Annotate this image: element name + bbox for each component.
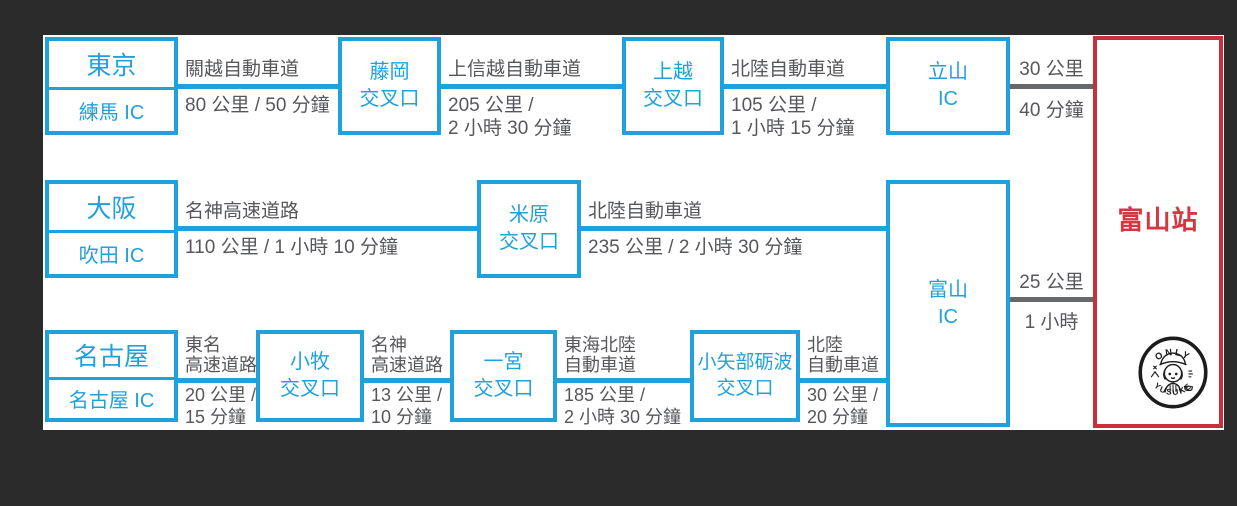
junction-name: 小牧 xyxy=(290,351,330,373)
road-info-line2: 1 小時 15 分鐘 xyxy=(731,117,855,139)
origin-box-nagoya: 名古屋 名古屋 IC xyxy=(45,330,178,422)
junction-name: 小矢部砺波 xyxy=(697,352,793,374)
road-label-line1: 東海北陸 xyxy=(564,334,636,355)
road-info: 235 公里 / 2 小時 30 分鐘 xyxy=(588,237,803,258)
junction-box-ichinomiya: 一宮 交叉口 xyxy=(450,330,557,422)
junction-type: 交叉口 xyxy=(643,88,703,110)
junction-box-komaki: 小牧 交叉口 xyxy=(256,330,364,422)
junction-type: 交叉口 xyxy=(499,231,559,253)
origin-box-tokyo: 東京 練馬 IC xyxy=(45,37,178,135)
road-label-line1: 東名 xyxy=(185,334,221,355)
road-info: 30 公里 / 20 分鐘 xyxy=(807,385,878,428)
junction-name: 一宮 xyxy=(483,351,524,373)
destination-box-toyama-station: 富山站 ONLY YUSUKE xyxy=(1093,36,1223,428)
segment-meishin-nagoya: 名神 高速道路 13 公里 / 10 分鐘 xyxy=(364,330,450,427)
segment-hokuriku-nagoya: 北陸 自動車道 30 公里 / 20 分鐘 xyxy=(800,330,886,427)
road-info: 80 公里 / 50 分鐘 xyxy=(185,95,330,116)
final-distance: 30 公里 xyxy=(1019,59,1084,80)
ic-name: 立山 xyxy=(928,61,968,83)
road-label: 北陸自動車道 xyxy=(588,201,703,223)
segment-hokuriku-tokyo: 北陸自動車道 105 公里 / 1 小時 15 分鐘 xyxy=(724,37,886,139)
city-label-tokyo: 東京 xyxy=(49,41,174,90)
road-info-line1: 13 公里 / xyxy=(371,385,443,405)
junction-name: 藤岡 xyxy=(369,61,410,83)
road-info-line1: 205 公里 / xyxy=(448,95,534,116)
ic-type: IC xyxy=(938,88,958,110)
junction-type: 交叉口 xyxy=(280,378,340,400)
road-info-line2: 2 小時 30 分鐘 xyxy=(448,117,572,139)
diagram-panel: 東京 練馬 IC 關越自動車道 80 公里 / 50 分鐘 藤岡 交叉口 上信越… xyxy=(43,35,1224,430)
junction-type: 交叉口 xyxy=(473,378,534,400)
road-label-line1: 名神 xyxy=(371,334,407,355)
road-info-line1: 20 公里 / xyxy=(185,385,257,405)
junction-name: 上越 xyxy=(653,61,693,83)
junction-type: 交叉口 xyxy=(716,378,774,399)
segment-tomei: 東名 高速道路 20 公里 / 15 分鐘 xyxy=(178,330,257,427)
junction-box-fujioka: 藤岡 交叉口 xyxy=(338,37,441,135)
road-label-line2: 高速道路 xyxy=(371,355,443,376)
final-line-tateyama xyxy=(1010,84,1095,89)
road-info-line2: 20 分鐘 xyxy=(807,406,869,427)
road-label: 關越自動車道 xyxy=(185,59,300,81)
junction-box-oyabe-tonami: 小矢部砺波 交叉口 xyxy=(690,330,800,422)
road-label: 北陸 自動車道 xyxy=(807,335,879,376)
segment-joshinetsu: 上信越自動車道 205 公里 / 2 小時 30 分鐘 xyxy=(441,37,622,139)
ic-label-suita: 吹田 IC xyxy=(78,244,145,267)
city-label-nagoya: 名古屋 xyxy=(49,334,174,380)
road-info: 105 公里 / 1 小時 15 分鐘 xyxy=(731,95,855,141)
road-label: 名神高速道路 xyxy=(185,201,300,223)
ic-type: IC xyxy=(938,305,958,328)
final-time: 1 小時 xyxy=(1024,312,1079,333)
road-label: 東名 高速道路 xyxy=(185,335,257,376)
final-distance: 25 公里 xyxy=(1019,272,1084,293)
logo-mascot-icon xyxy=(1150,352,1194,393)
ic-name: 富山 xyxy=(928,278,968,301)
road-info-line1: 105 公里 / xyxy=(731,95,817,116)
segment-tokai-hokuriku: 東海北陸 自動車道 185 公里 / 2 小時 30 分鐘 xyxy=(557,330,690,427)
road-label-line2: 自動車道 xyxy=(564,355,636,376)
origin-box-osaka: 大阪 吹田 IC xyxy=(45,180,178,278)
final-connector-tateyama: 30 公里 40 分鐘 xyxy=(1010,37,1095,135)
road-info: 205 公里 / 2 小時 30 分鐘 xyxy=(448,95,572,141)
road-label: 上信越自動車道 xyxy=(448,59,582,81)
segment-meishin-osaka: 名神高速道路 110 公里 / 1 小時 10 分鐘 xyxy=(178,180,477,278)
road-label: 名神 高速道路 xyxy=(371,335,443,376)
ic-label-nagoya: 名古屋 IC xyxy=(68,390,155,413)
city-label-osaka: 大阪 xyxy=(49,184,174,233)
road-label: 北陸自動車道 xyxy=(731,59,846,81)
destination-label: 富山站 xyxy=(1117,205,1199,235)
route-line-tokyo xyxy=(178,84,886,89)
ic-box-tateyama: 立山 IC xyxy=(886,37,1010,135)
final-line-toyama-ic xyxy=(1010,297,1095,302)
road-label: 東海北陸 自動車道 xyxy=(564,335,636,376)
road-label-line2: 自動車道 xyxy=(807,355,879,376)
road-info-line1: 185 公里 / xyxy=(564,385,646,405)
junction-name: 米原 xyxy=(509,204,549,226)
road-label-line2: 高速道路 xyxy=(185,355,257,376)
road-info-line2: 2 小時 30 分鐘 xyxy=(564,406,682,427)
road-info: 20 公里 / 15 分鐘 xyxy=(185,385,256,428)
only-yusuke-stamp-icon: ONLY YUSUKE xyxy=(1138,336,1208,409)
final-connector-toyama-ic: 25 公里 1 小時 xyxy=(1010,246,1095,350)
junction-box-maibara: 米原 交叉口 xyxy=(477,180,581,278)
junction-box-joetsu: 上越 交叉口 xyxy=(622,37,724,135)
final-time: 40 分鐘 xyxy=(1019,100,1084,121)
road-info: 110 公里 / 1 小時 10 分鐘 xyxy=(185,237,398,258)
road-info-line2: 10 分鐘 xyxy=(371,406,433,427)
segment-kanetsu: 關越自動車道 80 公里 / 50 分鐘 xyxy=(178,37,338,135)
ic-box-toyama: 富山 IC xyxy=(886,180,1010,427)
junction-type: 交叉口 xyxy=(359,88,420,110)
segment-hokuriku-osaka: 北陸自動車道 235 公里 / 2 小時 30 分鐘 xyxy=(581,180,886,278)
ic-label-nerima: 練馬 IC xyxy=(78,101,145,124)
road-info-line1: 30 公里 / xyxy=(807,385,879,405)
road-label-line1: 北陸 xyxy=(807,334,843,355)
road-info: 13 公里 / 10 分鐘 xyxy=(371,385,442,428)
road-info-line2: 15 分鐘 xyxy=(185,406,247,427)
road-info: 185 公里 / 2 小時 30 分鐘 xyxy=(564,385,681,428)
